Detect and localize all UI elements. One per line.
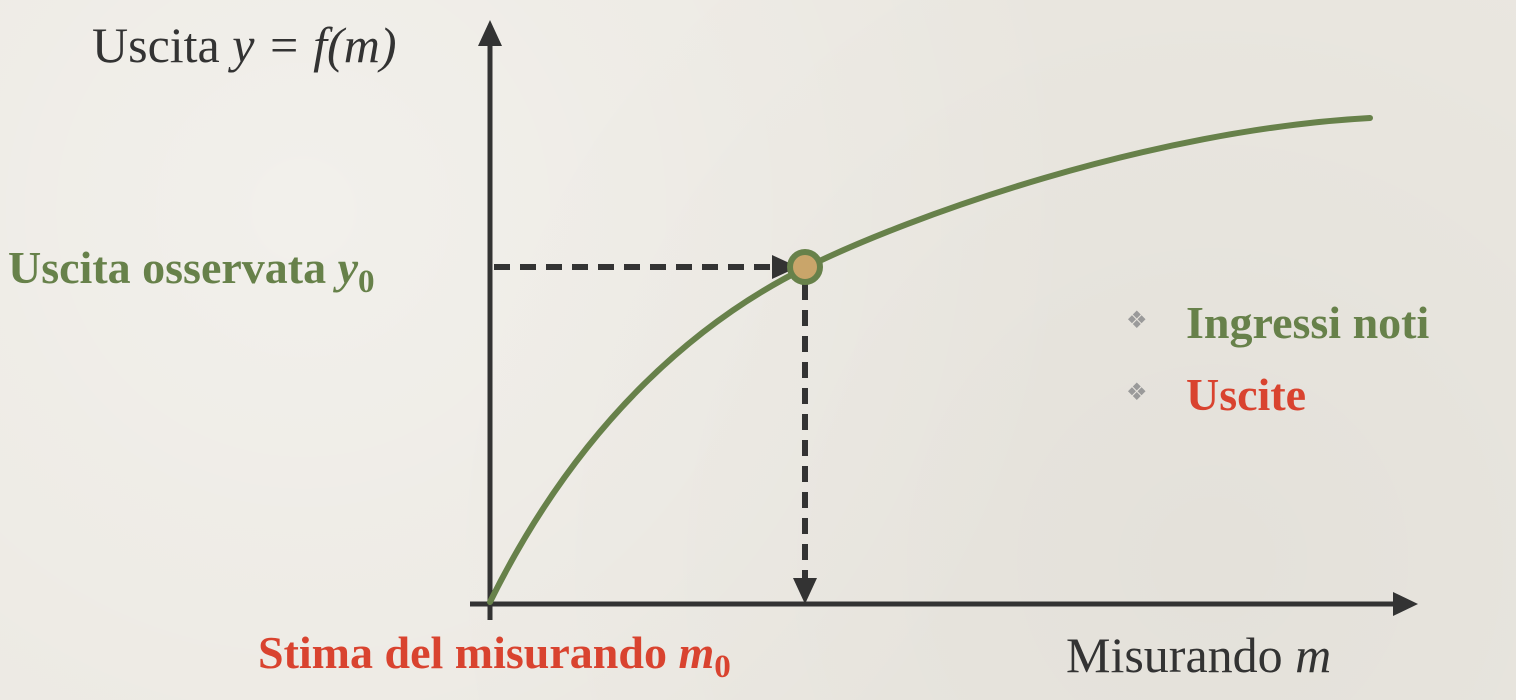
operating-point (787, 249, 823, 285)
measurand-estimate-sub: 0 (714, 648, 731, 686)
measurand-estimate-var: m (678, 627, 715, 678)
observed-output-arrow-icon (772, 255, 798, 279)
observed-output-text: Uscita osservata (8, 242, 338, 293)
x-axis-arrow-icon (1393, 592, 1418, 616)
response-curve (487, 115, 1373, 605)
measurand-estimate-arrow-icon (793, 578, 817, 604)
measurand-estimate-label: Stima del misurando m0 (258, 627, 731, 684)
y-axis-arrow-icon (478, 20, 502, 46)
y-axis-title-math: y = f(m) (232, 17, 397, 73)
measurand-estimate-text: Stima del misurando (258, 627, 679, 678)
diamond-bullet-icon: ❖ (1126, 380, 1148, 407)
legend-item-known-inputs: ❖ Ingressi noti (1126, 300, 1429, 346)
observed-output-label: Uscita osservata y0 (8, 242, 375, 299)
y-axis-title: Uscita y = f(m) (92, 20, 396, 70)
legend-item-outputs: ❖ Uscite (1126, 372, 1306, 418)
observed-output-sub: 0 (358, 263, 375, 301)
diamond-bullet-icon: ❖ (1126, 308, 1148, 335)
observed-output-var: y (337, 242, 359, 293)
x-axis-title-var: m (1295, 627, 1332, 683)
legend-label-known-inputs: Ingressi noti (1186, 297, 1430, 348)
y-axis-title-prefix: Uscita (92, 17, 233, 73)
x-axis-title-prefix: Misurando (1066, 627, 1296, 683)
legend-label-outputs: Uscite (1186, 369, 1307, 420)
x-axis-title: Misurando m (1066, 630, 1331, 680)
